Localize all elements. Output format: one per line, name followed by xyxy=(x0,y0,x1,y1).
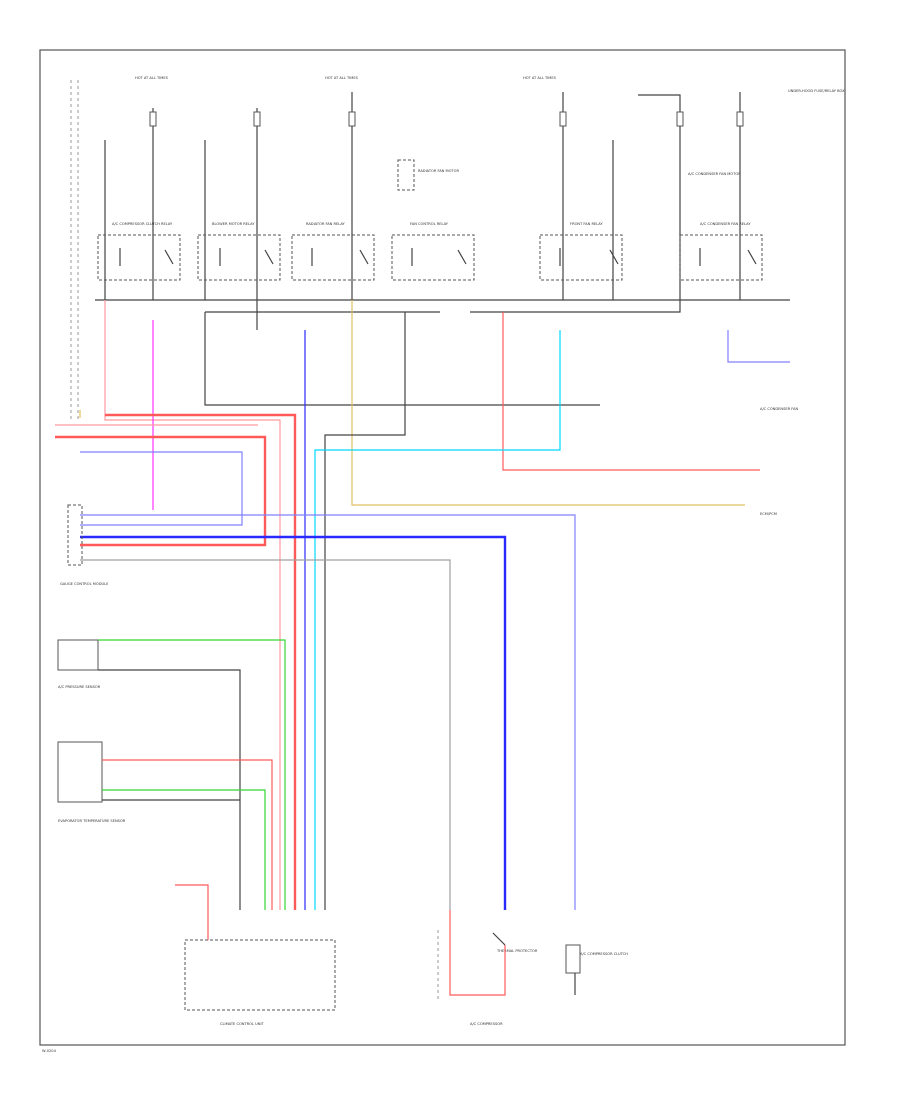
relay-blower-motor: BLOWER MOTOR RELAY xyxy=(197,222,281,281)
fuse-4 xyxy=(559,111,567,127)
relay-label-6: A/C CONDENSER FAN RELAY xyxy=(700,222,751,226)
relay-radiator-fan: RADIATOR FAN RELAY xyxy=(291,222,375,281)
label-clutch: A/C COMPRESSOR CLUTCH xyxy=(580,952,628,956)
wire-drop-g xyxy=(324,312,406,910)
wire-gray-long xyxy=(80,559,451,910)
label-climate-unit: CLIMATE CONTROL UNIT xyxy=(220,1022,265,1026)
diode-box xyxy=(397,159,415,191)
wire-drop-h xyxy=(502,312,760,471)
label-ac-condenser-fan-motor: A/C CONDENSER FAN MOTOR xyxy=(688,172,741,176)
wire-red-small xyxy=(175,884,209,940)
label-gauge-control: GAUGE CONTROL MODULE xyxy=(60,582,109,586)
fuse-1 xyxy=(149,111,157,127)
wire-drop-a xyxy=(104,300,281,910)
label-evap-temp-sensor: EVAPORATOR TEMPERATURE SENSOR xyxy=(58,819,126,823)
fuse-5 xyxy=(676,111,684,127)
compressor-clutch-coil xyxy=(565,944,581,974)
gauge-control-box xyxy=(67,504,83,566)
wire-green-2 xyxy=(102,789,266,910)
relay-label-3: RADIATOR FAN RELAY xyxy=(306,222,346,226)
header-hot-1: HOT AT ALL TIMES xyxy=(135,76,169,80)
header-hot-3: HOT AT ALL TIMES xyxy=(523,76,557,80)
wire-green-1 xyxy=(98,639,286,910)
label-top-right: UNDER-HOOD FUSE/RELAY BOX xyxy=(788,89,845,93)
label-radiator-fan-motor: RADIATOR FAN MOTOR xyxy=(418,169,459,173)
ac-pressure-sensor-box xyxy=(57,639,99,671)
wire-red-thick-2 xyxy=(105,413,297,910)
label-thermal-protector: THERMAL PROTECTOR xyxy=(496,949,538,953)
wire-black-1 xyxy=(98,669,241,910)
relay-ac-condenser-fan: A/C CONDENSER FAN RELAY xyxy=(679,222,763,281)
relay-label-5: FRONT FAN RELAY xyxy=(570,222,603,226)
wire-feed-8 xyxy=(638,94,681,300)
diagram-frame xyxy=(39,49,846,1046)
label-condenser-fan: A/C CONDENSER FAN xyxy=(760,407,798,411)
label-ecm-pcm-top: ECM/PCM xyxy=(760,512,777,516)
wire-red-thick-1 xyxy=(55,435,267,547)
ecm-pcm-box xyxy=(184,939,336,1011)
fuse-2 xyxy=(253,111,261,127)
relay-label-2: BLOWER MOTOR RELAY xyxy=(212,222,255,226)
wire-bus-right xyxy=(470,300,681,313)
header-hot-2: HOT AT ALL TIMES xyxy=(325,76,359,80)
relay-front-fan: FRONT FAN RELAY xyxy=(539,222,623,281)
wire-drop-j xyxy=(727,330,790,363)
relay-ac-compressor-clutch: A/C COMPRESSOR CLUTCH RELAY xyxy=(97,222,181,281)
relay-label-4: FAN CONTROL RELAY xyxy=(410,222,449,226)
wire-drop-i xyxy=(314,330,561,910)
wire-red-2 xyxy=(102,759,273,910)
wire-blue-thick xyxy=(80,535,507,910)
wire-red-3 xyxy=(449,910,506,996)
evap-temp-sensor-box xyxy=(57,741,103,803)
fuse-6 xyxy=(736,111,744,127)
wire-drop-c xyxy=(204,312,600,406)
label-compressor: A/C COMPRESSOR xyxy=(470,1022,503,1026)
fuse-3 xyxy=(348,111,356,127)
relay-fan-control: FAN CONTROL RELAY xyxy=(391,222,475,281)
label-figure-id: W-0204 xyxy=(42,1049,57,1053)
wire-compressor-switch xyxy=(492,932,506,946)
label-ac-pressure-sensor: A/C PRESSURE SENSOR xyxy=(58,685,101,689)
wire-blue-thin xyxy=(80,451,243,526)
relay-label-1: A/C COMPRESSOR CLUTCH RELAY xyxy=(112,222,173,226)
wire-drop-f xyxy=(351,300,745,506)
wire-blue-long-1 xyxy=(80,514,576,910)
